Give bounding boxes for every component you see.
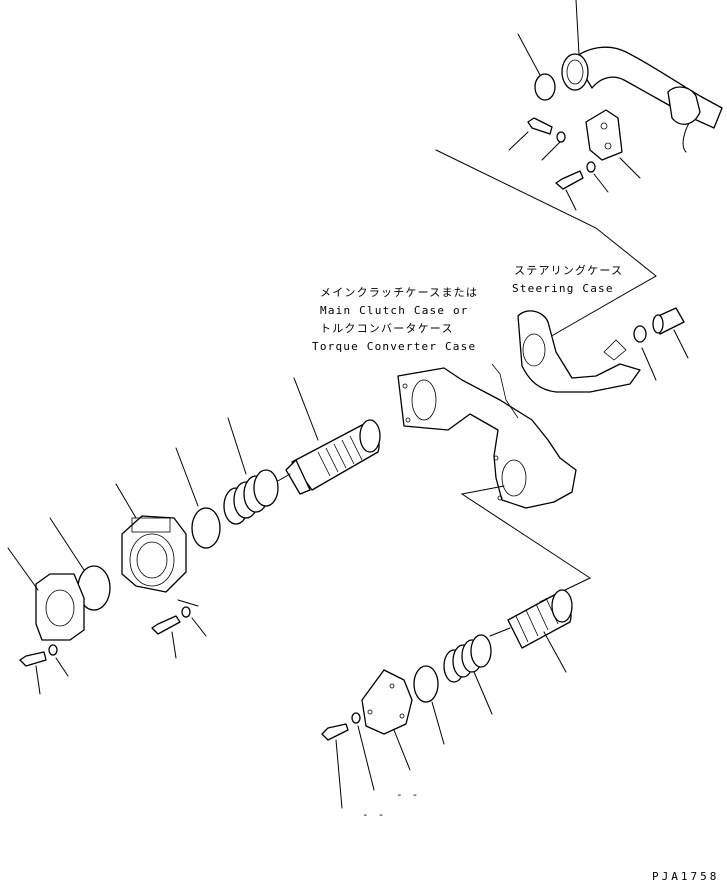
mounting-bracket [585,109,623,161]
label-converter-jp: トルクコンバータケース [320,322,454,335]
strainer-assembly-left [7,377,381,695]
drawing-code: PJA1758 [652,870,719,883]
bolt-left-1 [19,651,47,667]
label-converter-en: Torque Converter Case [312,340,476,353]
label-steering-en: Steering Case [512,282,614,295]
o-ring-lower [413,665,439,703]
washer-left-2 [181,606,191,618]
dash-mark-lower: - - [362,808,385,821]
spring [223,469,279,525]
clutch-case [397,363,577,509]
suction-pipe-group [435,0,723,339]
washer-lower [351,712,361,724]
pipe-socket [561,53,589,91]
dash-mark-upper: - - [396,788,419,801]
cover-lower [361,669,413,735]
bolt-lower [321,723,349,741]
o-ring-top [534,73,556,101]
bolt-top-1 [527,117,553,135]
o-ring-steering [633,325,647,343]
label-clutch-jp: メインクラッチケースまたは [320,286,478,299]
bolt-top-2 [555,170,584,190]
strainer-case [121,515,187,593]
pipe-flange-end [667,86,701,125]
spring-lower [443,634,492,683]
washer-top-2 [586,161,596,173]
steering-case [517,307,689,393]
washer-top-1 [556,131,566,143]
label-clutch-en: Main Clutch Case or [320,304,469,317]
filter-assembly-right [321,589,573,809]
washer-left-1 [48,644,58,656]
label-steering-jp: ステアリングケース [514,263,623,277]
bolt-left-2 [151,615,181,635]
cover-plate-left [35,573,85,641]
o-ring-strainer [191,507,221,549]
